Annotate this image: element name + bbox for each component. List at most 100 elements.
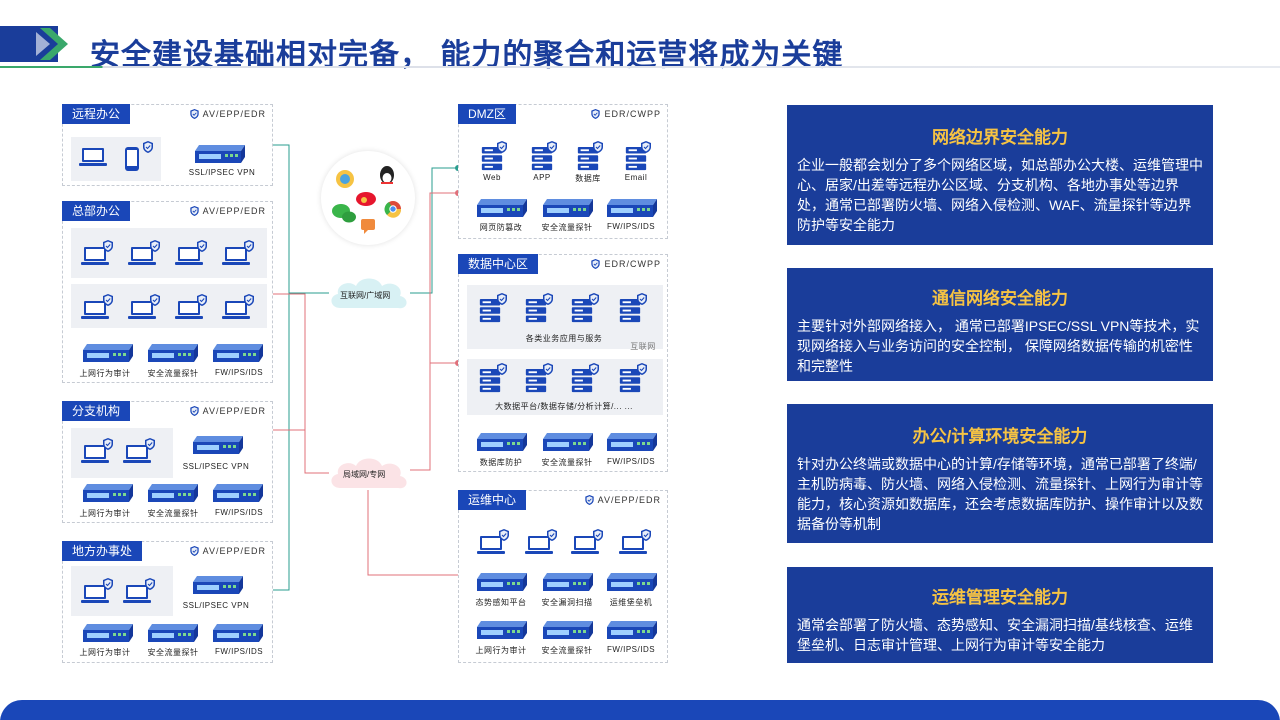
card-body: 企业一般都会划分了多个网络区域，如总部办公大楼、运维管理中心、居家/出差等远程办… bbox=[797, 157, 1203, 233]
zone-local-office: 地方办事处 AV/EPP/EDR SSL/IPSEC VPN 上网行为审计 安全… bbox=[62, 541, 273, 663]
server-label: APP bbox=[533, 173, 551, 182]
zone-title: 数据中心区 bbox=[458, 254, 539, 274]
card-body: 针对办公终端或数据中心的计算/存储等环境，通常已部署了终端/主机防病毒、防火墙、… bbox=[797, 456, 1203, 532]
zone-badge: EDR/CWPP bbox=[591, 109, 661, 119]
card-network-boundary: 网络边界安全能力 企业一般都会划分了多个网络区域，如总部办公大楼、运维管理中心、… bbox=[787, 105, 1213, 245]
behavior-audit-appliance-icon bbox=[83, 344, 133, 362]
firewall-appliance-icon bbox=[607, 199, 657, 217]
server-label: 数据库 bbox=[575, 174, 601, 183]
shield-icon bbox=[593, 529, 603, 541]
zone-title: 远程办公 bbox=[62, 104, 131, 124]
traffic-probe-appliance-icon bbox=[543, 199, 593, 217]
shield-icon bbox=[103, 240, 113, 252]
firewall-appliance-icon bbox=[213, 624, 263, 642]
zone-hq-office: 总部办公 AV/EPP/EDR 上网行为审计 安全流量探针 FW/IPS/IDS bbox=[62, 201, 273, 383]
shield-icon bbox=[637, 293, 647, 305]
server-group-label: 大数据平台/数据存储/分析计算/... ... bbox=[495, 402, 633, 411]
device-label: FW/IPS/IDS bbox=[606, 645, 656, 654]
firewall-appliance-icon bbox=[213, 484, 263, 502]
device-label: 上网行为审计 bbox=[79, 648, 131, 657]
server-label: Web bbox=[483, 173, 501, 182]
footer-band bbox=[0, 700, 1280, 720]
zone-title: 运维中心 bbox=[458, 490, 527, 510]
shield-icon bbox=[499, 529, 509, 541]
shield-icon bbox=[190, 546, 199, 556]
card-title: 通信网络安全能力 bbox=[932, 289, 1068, 308]
device-label: 安全流量探针 bbox=[147, 509, 199, 518]
traffic-probe-appliance-icon bbox=[148, 624, 198, 642]
device-label: 安全流量探针 bbox=[147, 369, 199, 378]
device-label: FW/IPS/IDS bbox=[214, 368, 264, 377]
device-label: FW/IPS/IDS bbox=[214, 508, 264, 517]
zone-datacenter: 数据中心区 EDR/CWPP 各类业务应用与服务 互联网 大数据平台/数据存储/… bbox=[458, 254, 668, 472]
zone-title: DMZ区 bbox=[458, 104, 516, 124]
zone-badge: AV/EPP/EDR bbox=[190, 109, 266, 119]
shield-icon bbox=[593, 141, 603, 153]
shield-icon bbox=[150, 294, 160, 306]
wechat-icon bbox=[332, 204, 356, 223]
internet-apps-circle bbox=[321, 151, 415, 245]
weibo-icon bbox=[356, 192, 376, 206]
zone-badge: AV/EPP/EDR bbox=[190, 206, 266, 216]
shield-icon bbox=[103, 578, 113, 590]
zone-branch: 分支机构 AV/EPP/EDR SSL/IPSEC VPN 上网行为审计 安全流… bbox=[62, 401, 273, 523]
shield-icon bbox=[190, 406, 199, 416]
device-label: FW/IPS/IDS bbox=[606, 457, 656, 466]
device-label: FW/IPS/IDS bbox=[606, 222, 656, 231]
header-divider bbox=[0, 66, 1280, 68]
shield-icon bbox=[589, 293, 599, 305]
vpn-label: SSL/IPSEC VPN bbox=[182, 601, 250, 610]
shield-icon bbox=[497, 141, 507, 153]
device-label: 上网行为审计 bbox=[475, 646, 527, 655]
photos-app-icon bbox=[336, 170, 354, 188]
shield-icon bbox=[497, 363, 507, 375]
shield-icon bbox=[637, 363, 647, 375]
zone-badge: AV/EPP/EDR bbox=[190, 406, 266, 416]
traffic-probe-appliance-icon bbox=[148, 344, 198, 362]
lan-cloud-icon bbox=[331, 458, 407, 489]
shield-icon bbox=[103, 294, 113, 306]
behavior-audit-appliance-icon bbox=[83, 624, 133, 642]
shield-icon bbox=[591, 109, 600, 119]
laptop-icon bbox=[79, 147, 107, 167]
vpn-appliance-icon bbox=[193, 576, 243, 594]
zone-title: 总部办公 bbox=[62, 201, 131, 221]
traffic-probe-appliance-icon bbox=[543, 433, 593, 451]
device-label: 网页防篡改 bbox=[479, 223, 523, 232]
shield-icon bbox=[197, 240, 207, 252]
db-protection-appliance-icon bbox=[477, 433, 527, 451]
platform-label: 态势感知平台 bbox=[475, 598, 527, 607]
shield-icon bbox=[589, 363, 599, 375]
zone-badge: EDR/CWPP bbox=[591, 259, 661, 269]
lan-cloud-label: 局域网/专网 bbox=[343, 470, 386, 479]
card-communication-network: 通信网络安全能力 主要针对外部网络接入， 通常已部署IPSEC/SSL VPN等… bbox=[787, 268, 1213, 381]
behavior-audit-appliance-icon bbox=[477, 621, 527, 639]
zone-badge: AV/EPP/EDR bbox=[585, 495, 661, 505]
shield-icon bbox=[244, 294, 254, 306]
shield-icon bbox=[145, 438, 155, 450]
shield-icon bbox=[497, 293, 507, 305]
device-label: 安全流量探针 bbox=[147, 648, 199, 657]
vuln-scan-appliance-icon bbox=[543, 573, 593, 591]
card-title: 网络边界安全能力 bbox=[932, 128, 1068, 147]
shield-icon bbox=[244, 240, 254, 252]
shield-icon bbox=[190, 109, 199, 119]
device-label: 上网行为审计 bbox=[79, 509, 131, 518]
card-title: 办公/计算环境安全能力 bbox=[912, 427, 1088, 446]
phone-icon bbox=[123, 147, 141, 173]
chevron-right-icon bbox=[36, 28, 68, 60]
zone-title: 地方办事处 bbox=[62, 541, 143, 561]
firewall-appliance-icon bbox=[213, 344, 263, 362]
card-title: 运维管理安全能力 bbox=[932, 588, 1068, 607]
card-body: 主要针对外部网络接入， 通常已部署IPSEC/SSL VPN等技术，实现网络接入… bbox=[797, 318, 1200, 374]
vpn-label: SSL/IPSEC VPN bbox=[188, 168, 256, 177]
device-label: 安全流量探针 bbox=[541, 646, 593, 655]
shield-icon bbox=[543, 363, 553, 375]
internet-label: 互联网 bbox=[630, 342, 656, 351]
app-icons-cluster bbox=[332, 166, 402, 234]
traffic-probe-appliance-icon bbox=[543, 621, 593, 639]
bastion-host-appliance-icon bbox=[607, 573, 657, 591]
internet-cloud-label: 互联网/广域网 bbox=[340, 291, 391, 300]
